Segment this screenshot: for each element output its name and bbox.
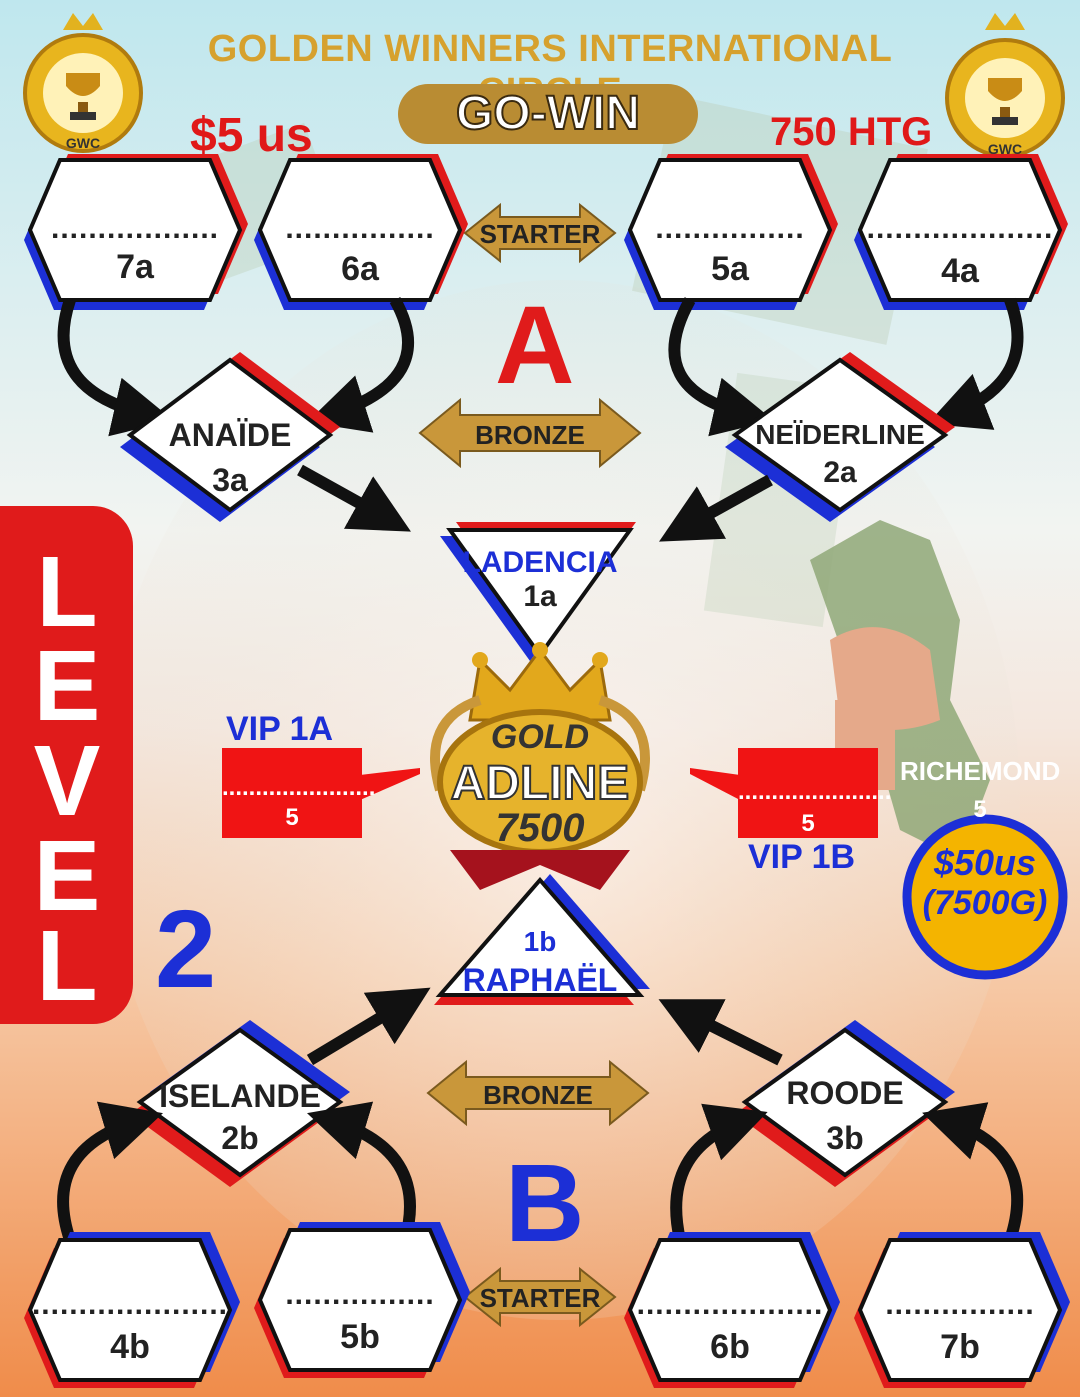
bronze-2a-label: 2a (823, 456, 857, 489)
slot-5b-dots: ................ (285, 1278, 435, 1311)
bronze-2b-label: 2b (221, 1120, 259, 1156)
bronze-arrow-bottom (426, 1059, 650, 1127)
slot-5a-dots: ................ (655, 212, 805, 245)
top-1a-name: LADENCIA (462, 546, 618, 579)
bronze-3a-name: ANAÏDE (168, 417, 292, 453)
group-b-letter: B (505, 1142, 585, 1265)
slot-4b-dots: ..................... (31, 1288, 229, 1321)
level-banner: L E V E L (0, 506, 133, 1024)
go-win-badge: GO-WIN (398, 84, 698, 144)
starter-label-bottom: STARTER (479, 1283, 601, 1313)
level-letter: E (33, 630, 101, 742)
gwc-logo-right: GWC (945, 13, 1065, 158)
price-usd: $5 us (190, 109, 313, 162)
hexagon-5a (624, 154, 838, 310)
gold-label: GOLD (490, 718, 590, 756)
hexagon-6a (254, 154, 468, 310)
top-1a-label: 1a (523, 580, 557, 613)
slot-7a-label: 7a (116, 248, 154, 286)
hexagon-6b (624, 1232, 840, 1388)
price-htg: 750 HTG (770, 110, 933, 154)
starter-arrow-top (463, 202, 617, 264)
vip-1a-box: ....................... 5 (222, 748, 376, 838)
bronze-2b-name: ISELANDE (159, 1078, 321, 1114)
slot-7a-dots: .................. (50, 212, 220, 245)
slot-5b-label: 5b (340, 1318, 380, 1356)
diamond-3a (120, 352, 340, 522)
diamond-3b (735, 1020, 955, 1187)
crown-icon (468, 642, 612, 722)
bronze-3b-label: 3b (826, 1120, 864, 1156)
reward-htg: (7500G) (922, 884, 1048, 922)
hexagon-7b (854, 1232, 1070, 1388)
level-letter: V (33, 725, 101, 837)
reward-usd: $50us (933, 842, 1037, 883)
slot-6b-label: 6b (710, 1328, 750, 1366)
slot-7b-label: 7b (940, 1328, 980, 1366)
bronze-2a-name: NEÏDERLINE (755, 419, 925, 450)
level-letter: E (33, 820, 101, 932)
vip-1a-num: 5 (285, 804, 299, 831)
gwc-logo-text: GWC (66, 135, 100, 151)
vip-1b-title: VIP 1B (748, 838, 856, 876)
starter-label-top: STARTER (479, 219, 601, 249)
vip-1b-box: ....................... 5 (738, 748, 892, 838)
side-name: RICHEMOND (900, 756, 1061, 786)
level-number: 2 (155, 888, 217, 1011)
center-amount: 7500 (495, 806, 585, 850)
group-a-letter: A (495, 284, 575, 407)
slot-4a-label: 4a (941, 252, 979, 290)
diamond-2a (725, 352, 955, 522)
slot-6a-dots: ................ (285, 212, 435, 245)
slot-5a-label: 5a (711, 250, 749, 288)
top-1b-label: 1b (523, 926, 557, 957)
bronze-3b-name: ROODE (786, 1075, 904, 1111)
center-name: ADLINE (450, 756, 631, 811)
slot-4b-label: 4b (110, 1328, 150, 1366)
level-letter: L (36, 536, 98, 648)
diamond-2b (130, 1020, 350, 1187)
gwc-logo-text: GWC (988, 141, 1022, 157)
top-1b-name: RAPHAËL (462, 962, 618, 998)
hexagon-4b (24, 1232, 240, 1388)
vip-1b-num: 5 (801, 810, 815, 837)
reward-circle (902, 814, 1068, 980)
triangle-1a (440, 522, 636, 661)
slot-6a-label: 6a (341, 250, 379, 288)
hexagon-4a (854, 154, 1068, 310)
bronze-label-bottom: BRONZE (483, 1080, 593, 1110)
vip-1a-dots: ....................... (222, 774, 376, 801)
hexagon-7a (24, 154, 248, 310)
slot-7b-dots: ................ (885, 1288, 1035, 1321)
starter-arrow-bottom (463, 1266, 617, 1328)
bronze-3a-label: 3a (212, 462, 248, 498)
side-num: 5 (973, 796, 987, 823)
gold-emblem (430, 695, 650, 890)
hand-with-money-image (810, 520, 990, 860)
gwc-logo-left: GWC (23, 13, 143, 153)
vip-1b-dots: ....................... (738, 778, 892, 805)
bronze-label-top: BRONZE (475, 420, 585, 450)
level-letter: L (36, 910, 98, 1022)
slot-6b-dots: .................... (636, 1288, 824, 1321)
triangle-1b (434, 874, 650, 1005)
hexagon-5b (254, 1222, 470, 1378)
bronze-arrow-top (418, 397, 642, 469)
slot-4a-dots: .................... (866, 212, 1054, 245)
vip-1a-title: VIP 1A (226, 710, 334, 748)
